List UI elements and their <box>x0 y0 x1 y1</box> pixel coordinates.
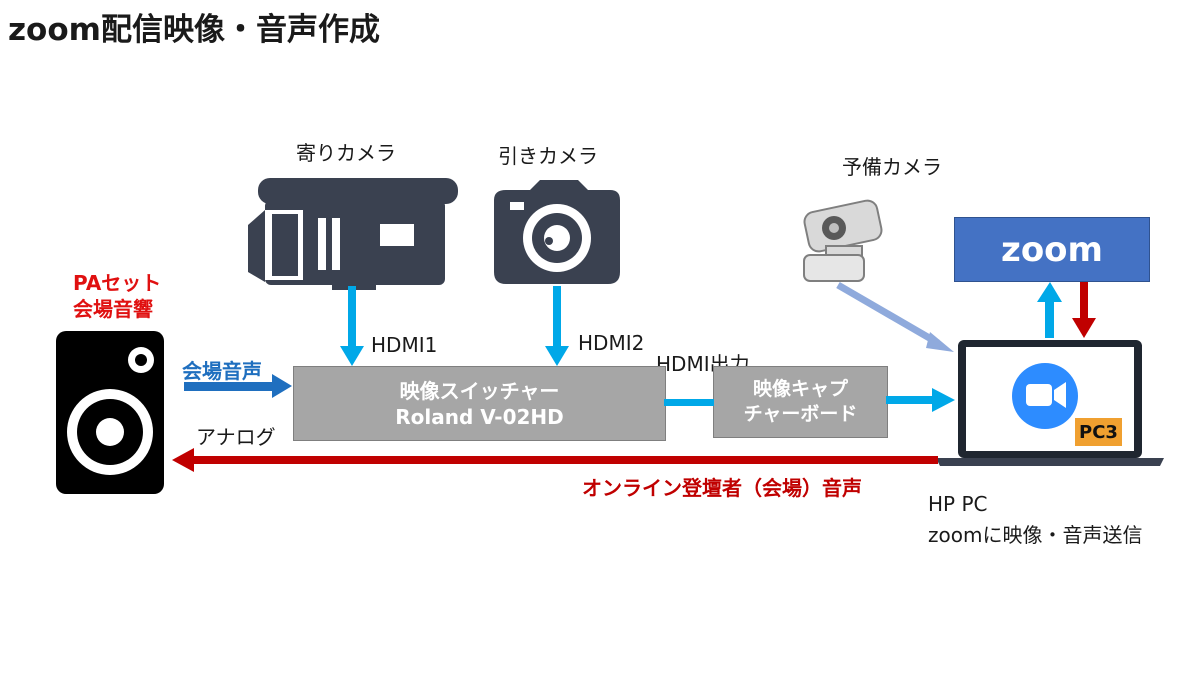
zoom-to-pc-arrow <box>1072 282 1096 338</box>
backup-camera-arrow <box>836 281 954 352</box>
close-camera-label: 寄りカメラ <box>296 141 396 165</box>
photo-camera-icon <box>494 180 620 284</box>
pc-name-label: HP PC <box>928 492 988 516</box>
zoom-service-box: zoom <box>954 217 1150 282</box>
pa-set-label: PAセット <box>73 271 162 295</box>
switcher-to-capture-line <box>664 399 714 406</box>
online-audio-label: オンライン登壇者（会場）音声 <box>582 476 862 500</box>
pc-role-label: zoomに映像・音声送信 <box>928 523 1143 547</box>
hdmi1-arrow <box>340 286 364 366</box>
page-title: zoom配信映像・音声作成 <box>8 12 380 48</box>
webcam-icon <box>803 199 883 282</box>
wide-camera-label: 引きカメラ <box>498 144 598 168</box>
analog-label: アナログ <box>196 425 276 449</box>
hdmi2-arrow <box>545 286 569 366</box>
video-camera-icon <box>248 178 458 290</box>
zoom-label: zoom <box>1001 229 1103 270</box>
venue-audio-arrow <box>184 374 292 398</box>
capture-line1: 映像キャプ <box>752 378 848 400</box>
venue-sound-label: 会場音響 <box>73 297 153 321</box>
hdmi2-label: HDMI2 <box>578 331 645 355</box>
speaker-icon <box>56 331 164 494</box>
venue-audio-label: 会場音声 <box>182 359 262 383</box>
capture-to-pc-arrow <box>886 388 955 412</box>
online-audio-arrow <box>172 448 938 472</box>
video-switcher-box: 映像スイッチャー Roland V-02HD <box>293 366 666 441</box>
backup-camera-label: 予備カメラ <box>842 155 942 179</box>
switcher-model: Roland V-02HD <box>395 404 564 429</box>
zoom-logo-icon <box>1012 363 1078 429</box>
pc3-badge: PC3 <box>1075 418 1122 446</box>
pc-to-zoom-arrow <box>1037 282 1062 338</box>
switcher-title: 映像スイッチャー <box>399 378 560 403</box>
capture-line2: チャーボード <box>743 403 858 425</box>
hdmi1-label: HDMI1 <box>371 333 438 357</box>
